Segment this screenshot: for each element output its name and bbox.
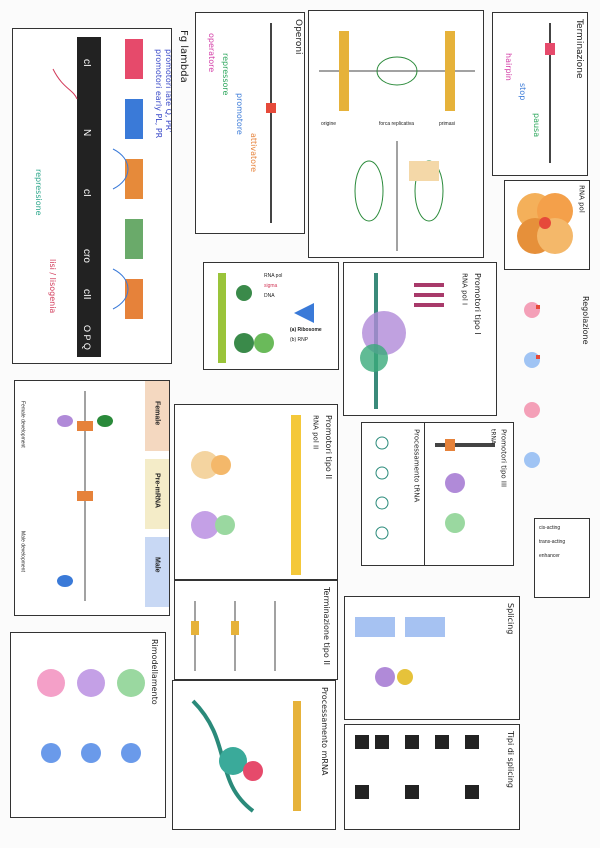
term2-title: Terminazione tipo II bbox=[321, 587, 331, 666]
pol2-diagram bbox=[191, 415, 301, 575]
sex-footer-female: Female development bbox=[19, 401, 26, 448]
rnap-title: RNA pol bbox=[577, 185, 586, 213]
replication-label-1: origine bbox=[321, 121, 337, 127]
sex-diagram bbox=[57, 391, 113, 601]
operon-axis bbox=[270, 23, 272, 223]
operon-title: Operoni bbox=[292, 19, 303, 55]
cascade-label-2: trans-acting bbox=[539, 539, 566, 545]
splicing-title: Splicing bbox=[505, 603, 515, 635]
operon-red-box bbox=[266, 103, 276, 113]
lambda-gene-1: cI bbox=[81, 59, 92, 67]
pol1-diagram bbox=[360, 273, 444, 409]
operon-label-1: operatore bbox=[206, 33, 216, 73]
sex-footer-male: Male development bbox=[19, 531, 26, 572]
sex-male-text: Male bbox=[153, 557, 161, 573]
histone-panel: Rimodellamento bbox=[10, 632, 166, 818]
sigma-label-3: DNA bbox=[264, 293, 275, 299]
lambda-note-3: repressione bbox=[33, 169, 43, 216]
lambda-panel: cI N cI cro cII O P Q promotori early PL… bbox=[12, 28, 172, 364]
cascade-label-3: enhancer bbox=[539, 553, 560, 559]
sex-label-premrna bbox=[145, 459, 169, 529]
replication-panel: origine forca replicativa primasi bbox=[308, 10, 484, 258]
operon-label-2: repressore bbox=[220, 53, 230, 96]
term2-panel: Terminazione tipo II bbox=[174, 580, 338, 680]
histone-diagram bbox=[37, 669, 145, 763]
sigma-diagram bbox=[218, 273, 314, 363]
termination-line bbox=[549, 23, 551, 163]
lambda-gene-3: cI bbox=[81, 189, 92, 197]
lambda-colored-boxes bbox=[125, 39, 143, 349]
lambda-gene-4: cro bbox=[81, 249, 92, 263]
lambda-gene-6: O P Q bbox=[81, 325, 92, 350]
pol2-subtitle: RNA pol II bbox=[311, 415, 320, 450]
operon-label-4: attivatore bbox=[248, 133, 258, 173]
trna-diagram bbox=[375, 436, 389, 540]
replication-label-3: primasi bbox=[439, 121, 456, 127]
pol3-title: Promotori tipo III bbox=[499, 429, 508, 488]
rnap-panel: RNA pol bbox=[504, 180, 590, 270]
sex-premrna-text: Pre-mRNA bbox=[153, 473, 161, 509]
sigma-label-1: RNA pol bbox=[264, 273, 283, 279]
poly-title: Processamento mRNA bbox=[319, 687, 329, 776]
pol3-diagram bbox=[435, 439, 495, 533]
pol1-title: Promotori tipo I bbox=[472, 273, 482, 335]
lambda-gene-5: cII bbox=[81, 289, 92, 300]
sex-panel: Female Pre-mRNA Male Female development … bbox=[14, 380, 170, 616]
sigma-label-2: sigma bbox=[264, 283, 278, 289]
pol1-subtitle: RNA pol I bbox=[460, 273, 469, 306]
sex-label-male bbox=[145, 537, 169, 607]
splicing-types-diagram bbox=[355, 735, 479, 799]
lambda-note-2: promotori late Q, PR' bbox=[163, 49, 172, 133]
pol3-subtitle: tRNA bbox=[489, 429, 497, 445]
lambda-genome-strip bbox=[77, 37, 101, 357]
regulation-panel: Regolazione bbox=[508, 290, 594, 518]
termination-title: Terminazione bbox=[573, 19, 584, 79]
lambda-gene-2: N bbox=[81, 129, 92, 137]
tbp-subtitle: (b) RNP bbox=[290, 337, 309, 343]
operon-panel: Operoni operatore repressore promotore a… bbox=[195, 12, 305, 234]
lambda-note-4: lisi / lisogenia bbox=[47, 259, 57, 314]
pol2-panel: Promotori tipo II RNA pol II bbox=[174, 404, 338, 580]
replication-label-2: forca replicativa bbox=[379, 121, 415, 127]
cascade-panel: cis-acting trans-acting enhancer bbox=[534, 518, 590, 598]
lambda-arrows bbox=[52, 68, 129, 310]
termination-box bbox=[545, 43, 555, 55]
regulation-diagram bbox=[524, 302, 540, 468]
splicing-panel: Splicing bbox=[344, 596, 520, 720]
poly-diagram bbox=[191, 699, 301, 813]
splicing-types-panel: Tipi di splicing bbox=[344, 724, 520, 830]
lambda-title: Fg lambda bbox=[178, 30, 189, 83]
pol3-panel: Promotori tipo III tRNA bbox=[424, 422, 514, 566]
termination-label-2: stop bbox=[517, 83, 527, 101]
operon-label-3: promotore bbox=[234, 93, 244, 135]
splicing-types-title: Tipi di splicing bbox=[505, 731, 515, 789]
lambda-note-1: promotori early PL, PR bbox=[153, 49, 163, 139]
sex-label-female bbox=[145, 381, 169, 451]
splicing-diagram bbox=[355, 617, 445, 687]
replication-diagram bbox=[319, 31, 475, 251]
pol1-panel: Promotori tipo I RNA pol I bbox=[343, 262, 497, 416]
poly-panel: Processamento mRNA bbox=[172, 680, 336, 830]
termination-panel: Terminazione hairpin stop pausa bbox=[492, 12, 588, 176]
histone-title: Rimodellamento bbox=[149, 639, 159, 705]
termination-label-3: pausa bbox=[531, 113, 541, 138]
cascade-label-1: cis-acting bbox=[539, 525, 561, 531]
trna-title: Processamento tRNA bbox=[412, 429, 421, 503]
sex-female-text: Female bbox=[153, 401, 161, 426]
term2-diagram bbox=[191, 601, 276, 671]
regulation-title: Regolazione bbox=[580, 296, 590, 345]
termination-label-1: hairpin bbox=[503, 53, 513, 81]
pol2-title: Promotori tipo II bbox=[323, 415, 333, 480]
sigma-panel: RNA pol sigma DNA (a) Ribosome (b) RNP bbox=[203, 262, 339, 370]
tbp-title: (a) Ribosome bbox=[290, 327, 322, 333]
trna-panel: Processamento tRNA bbox=[361, 422, 427, 566]
rnap-diagram bbox=[517, 193, 573, 254]
